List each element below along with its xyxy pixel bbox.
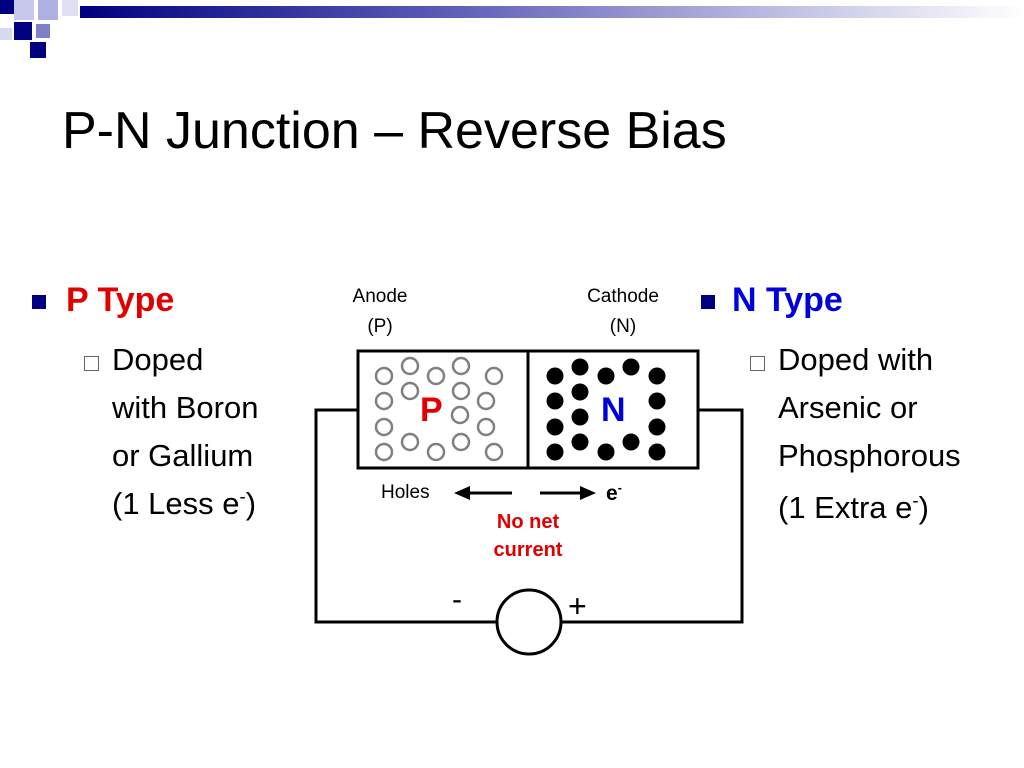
hole-marker: [484, 442, 504, 462]
decor-square: [36, 24, 50, 38]
hole-marker: [374, 391, 394, 411]
holes-arrow-head-icon: [454, 486, 470, 500]
decor-square: [0, 0, 14, 14]
electron-marker: [571, 383, 589, 401]
electron-marker: [597, 367, 615, 385]
decor-square: [62, 0, 78, 16]
n-type-heading: N Type: [732, 281, 843, 319]
left-wire: [314, 408, 496, 624]
decor-square: [14, 22, 32, 40]
electron-marker: [571, 433, 589, 451]
p-type-line: or Gallium: [112, 438, 254, 473]
electron-label: e-: [606, 481, 622, 505]
electron-marker: [597, 443, 615, 461]
n-type-extra-electron: (1 Extra e-): [778, 489, 929, 525]
no-net-current-label: No net current: [493, 511, 563, 561]
bullet-square-icon: [32, 295, 46, 309]
bullet-square-icon: [701, 295, 715, 309]
n-region-label: N: [601, 391, 626, 429]
holes-label: Holes: [381, 482, 430, 503]
electron-marker: [648, 443, 666, 461]
n-type-description: Doped with Arsenic or Phosphorous (1 Ext…: [778, 336, 961, 532]
checkbox-bullet-icon: [84, 356, 99, 371]
electron-marker: [648, 392, 666, 410]
decor-square: [30, 42, 46, 58]
p-region-label: P: [420, 391, 443, 429]
negative-terminal-sign: -: [452, 583, 462, 616]
electron-marker: [571, 408, 589, 426]
holes-group: [374, 356, 504, 462]
electrons-group: [546, 358, 666, 461]
header-bar: [80, 6, 1024, 18]
electron-marker: [571, 358, 589, 376]
hole-marker: [451, 381, 471, 401]
hole-marker: [400, 356, 420, 376]
electron-marker: [648, 367, 666, 385]
electron-arrow-head-icon: [580, 486, 596, 500]
hole-marker: [400, 432, 420, 452]
hole-marker: [476, 391, 496, 411]
decor-square: [14, 0, 34, 20]
cathode-label: Cathode (N): [587, 286, 659, 337]
positive-terminal-sign: +: [568, 588, 587, 624]
electron-marker: [546, 392, 564, 410]
hole-marker: [450, 405, 470, 425]
hole-marker: [400, 381, 420, 401]
p-type-heading: P Type: [66, 281, 175, 319]
p-type-line: with Boron: [112, 390, 259, 425]
right-wire: [562, 408, 744, 624]
hole-marker: [374, 366, 394, 386]
hole-marker: [451, 356, 471, 376]
electron-marker: [648, 418, 666, 436]
electron-marker: [622, 433, 640, 451]
hole-marker: [426, 442, 446, 462]
battery-source-icon: [495, 588, 563, 656]
p-type-line: Doped: [112, 342, 204, 377]
checkbox-bullet-icon: [750, 356, 765, 371]
n-type-line: Phosphorous: [778, 438, 961, 473]
electron-marker: [622, 358, 640, 376]
n-type-line: Doped with: [778, 342, 934, 377]
p-type-description: Doped with Boron or Gallium (1 Less e-): [112, 336, 258, 528]
electron-marker: [546, 367, 564, 385]
hole-marker: [374, 417, 394, 437]
anode-label: Anode (P): [352, 286, 408, 337]
p-type-less-electron: (1 Less e-): [112, 485, 257, 521]
decor-square: [38, 0, 58, 20]
slide-title: P-N Junction – Reverse Bias: [62, 102, 727, 160]
hole-marker: [484, 366, 504, 386]
hole-marker: [451, 432, 471, 452]
hole-marker: [374, 442, 394, 462]
hole-marker: [476, 417, 496, 437]
decor-square: [0, 28, 12, 40]
electron-marker: [546, 443, 564, 461]
hole-marker: [426, 366, 446, 386]
n-type-line: Arsenic or: [778, 390, 918, 425]
electron-marker: [546, 418, 564, 436]
